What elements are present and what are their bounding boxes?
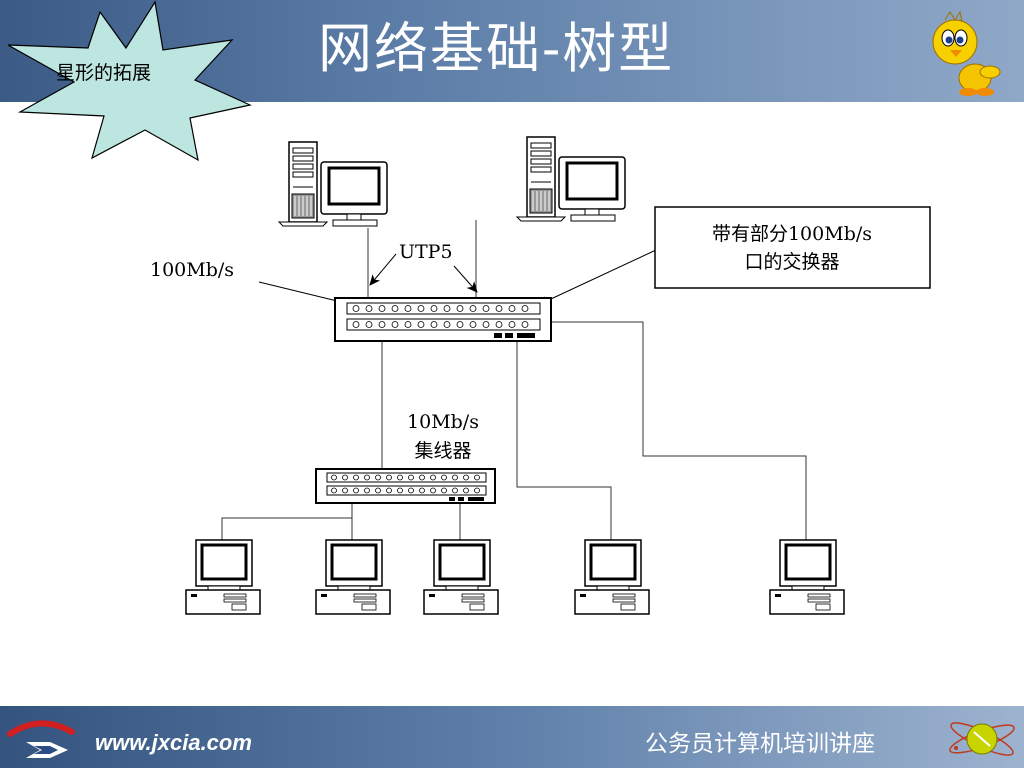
footer-website[interactable]: www.jxcia.com: [95, 730, 252, 755]
cable-label-utp5: UTP5: [399, 241, 453, 263]
atom-globe-icon: [949, 722, 1015, 756]
server-computer: [277, 140, 389, 228]
network-hub: [315, 468, 496, 504]
slide-title: 网络基础-树型: [318, 17, 675, 80]
starburst-callout: [7, 0, 252, 162]
speed-label-100mbps: 100Mb/s: [150, 259, 234, 281]
server-computer: [515, 135, 627, 223]
footer-bar: [0, 706, 1024, 768]
workstation-computer: [573, 538, 651, 616]
hub-label-speed: 10Mb/s: [407, 411, 479, 433]
switch-callout-line2: 口的交换器: [744, 251, 839, 273]
workstation-computer: [314, 538, 392, 616]
starburst-label: 星形的拓展: [56, 62, 151, 84]
hub-label-name: 集线器: [414, 440, 471, 462]
workstation-computer: [768, 538, 846, 616]
switch-callout-box: [654, 206, 931, 289]
workstation-computer: [422, 538, 500, 616]
switch-callout-line1: 带有部分100Mb/s: [712, 223, 872, 245]
footer-course-title: 公务员计算机培训讲座: [645, 731, 875, 757]
mascot-bird-icon: [932, 10, 1001, 96]
workstation-computer: [184, 538, 262, 616]
network-switch: [334, 297, 552, 342]
logo-icon: [7, 720, 75, 758]
